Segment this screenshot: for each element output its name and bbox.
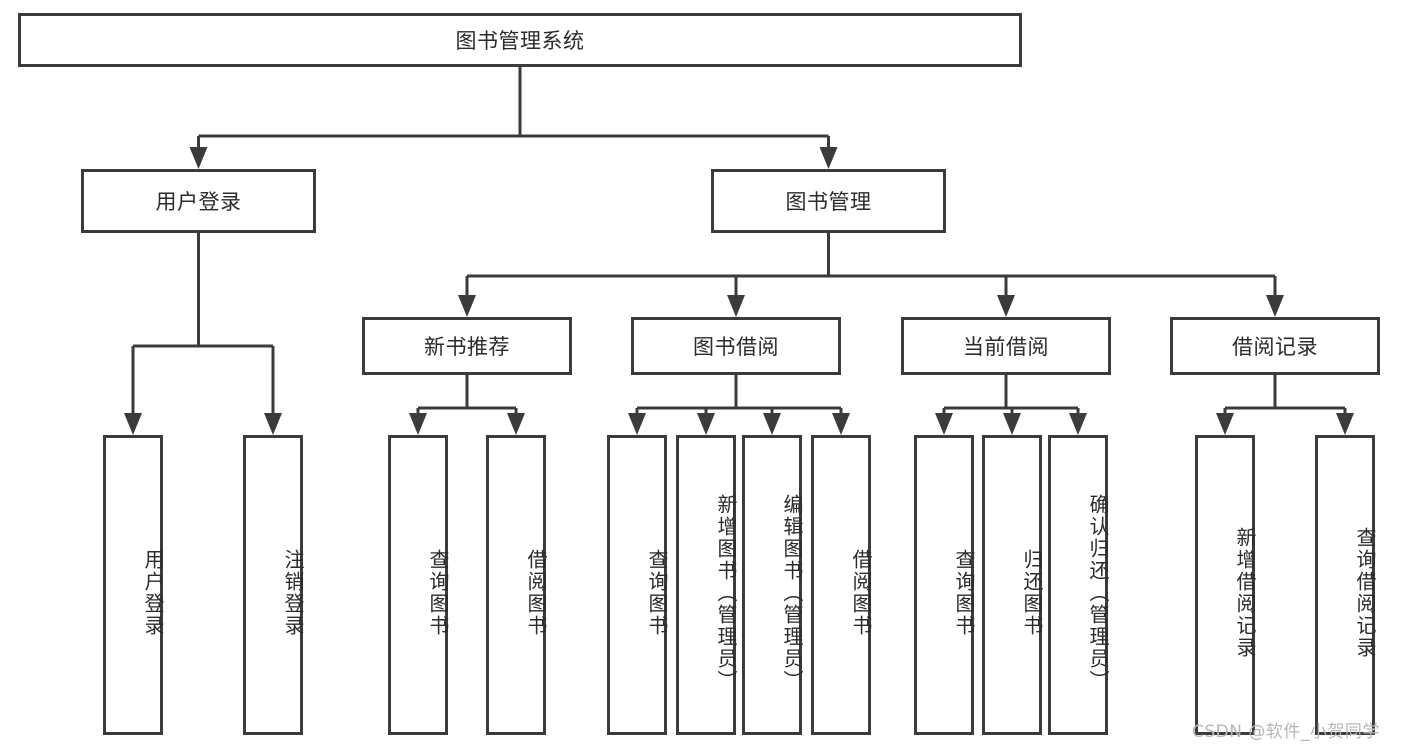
node-box-book-borrow[interactable] <box>631 317 841 375</box>
arrow-head-icon <box>727 295 745 317</box>
connector-layer <box>124 67 1354 435</box>
arrow-head-icon <box>1069 413 1087 435</box>
arrow-head-icon <box>832 413 850 435</box>
arrow-head-icon <box>819 147 838 169</box>
node-box-leaf-borrow-edit[interactable] <box>742 435 802 735</box>
node-box-leaf-user-login[interactable] <box>103 435 163 735</box>
arrow-head-icon <box>1336 413 1354 435</box>
node-box-current-borrow[interactable] <box>901 317 1111 375</box>
node-box-leaf-current-confirm[interactable] <box>1048 435 1108 735</box>
node-box-leaf-borrow-add[interactable] <box>676 435 736 735</box>
node-box-leaf-current-return[interactable] <box>982 435 1042 735</box>
arrow-head-icon <box>1216 413 1234 435</box>
arrow-head-icon <box>935 413 953 435</box>
node-box-leaf-user-logout[interactable] <box>243 435 303 735</box>
arrow-head-icon <box>697 413 715 435</box>
node-box-root[interactable] <box>18 13 1022 67</box>
arrow-head-icon <box>1266 295 1284 317</box>
arrow-head-icon <box>1003 413 1021 435</box>
arrow-head-icon <box>628 413 646 435</box>
node-box-leaf-rec-query[interactable] <box>388 435 448 735</box>
node-box-user-login[interactable] <box>81 169 316 233</box>
node-box-new-book-rec[interactable] <box>362 317 572 375</box>
arrow-head-icon <box>763 413 781 435</box>
arrow-head-icon <box>997 295 1015 317</box>
node-box-book-manage[interactable] <box>711 169 946 233</box>
node-box-leaf-current-query[interactable] <box>914 435 974 735</box>
node-box-leaf-borrow-lend[interactable] <box>811 435 871 735</box>
node-box-leaf-record-query[interactable] <box>1315 435 1375 735</box>
arrow-head-icon <box>507 413 525 435</box>
arrow-head-icon <box>264 413 282 435</box>
arrow-head-icon <box>458 295 476 317</box>
watermark-text: CSDN @软件_小贺同学 <box>1192 722 1380 742</box>
arrow-head-icon <box>124 413 142 435</box>
node-box-leaf-rec-borrow[interactable] <box>486 435 546 735</box>
box-layer <box>18 13 1380 735</box>
node-box-borrow-record[interactable] <box>1170 317 1380 375</box>
arrow-head-icon <box>189 147 208 169</box>
node-box-leaf-record-add[interactable] <box>1195 435 1255 735</box>
node-box-leaf-borrow-query[interactable] <box>607 435 667 735</box>
arrow-head-icon <box>409 413 427 435</box>
